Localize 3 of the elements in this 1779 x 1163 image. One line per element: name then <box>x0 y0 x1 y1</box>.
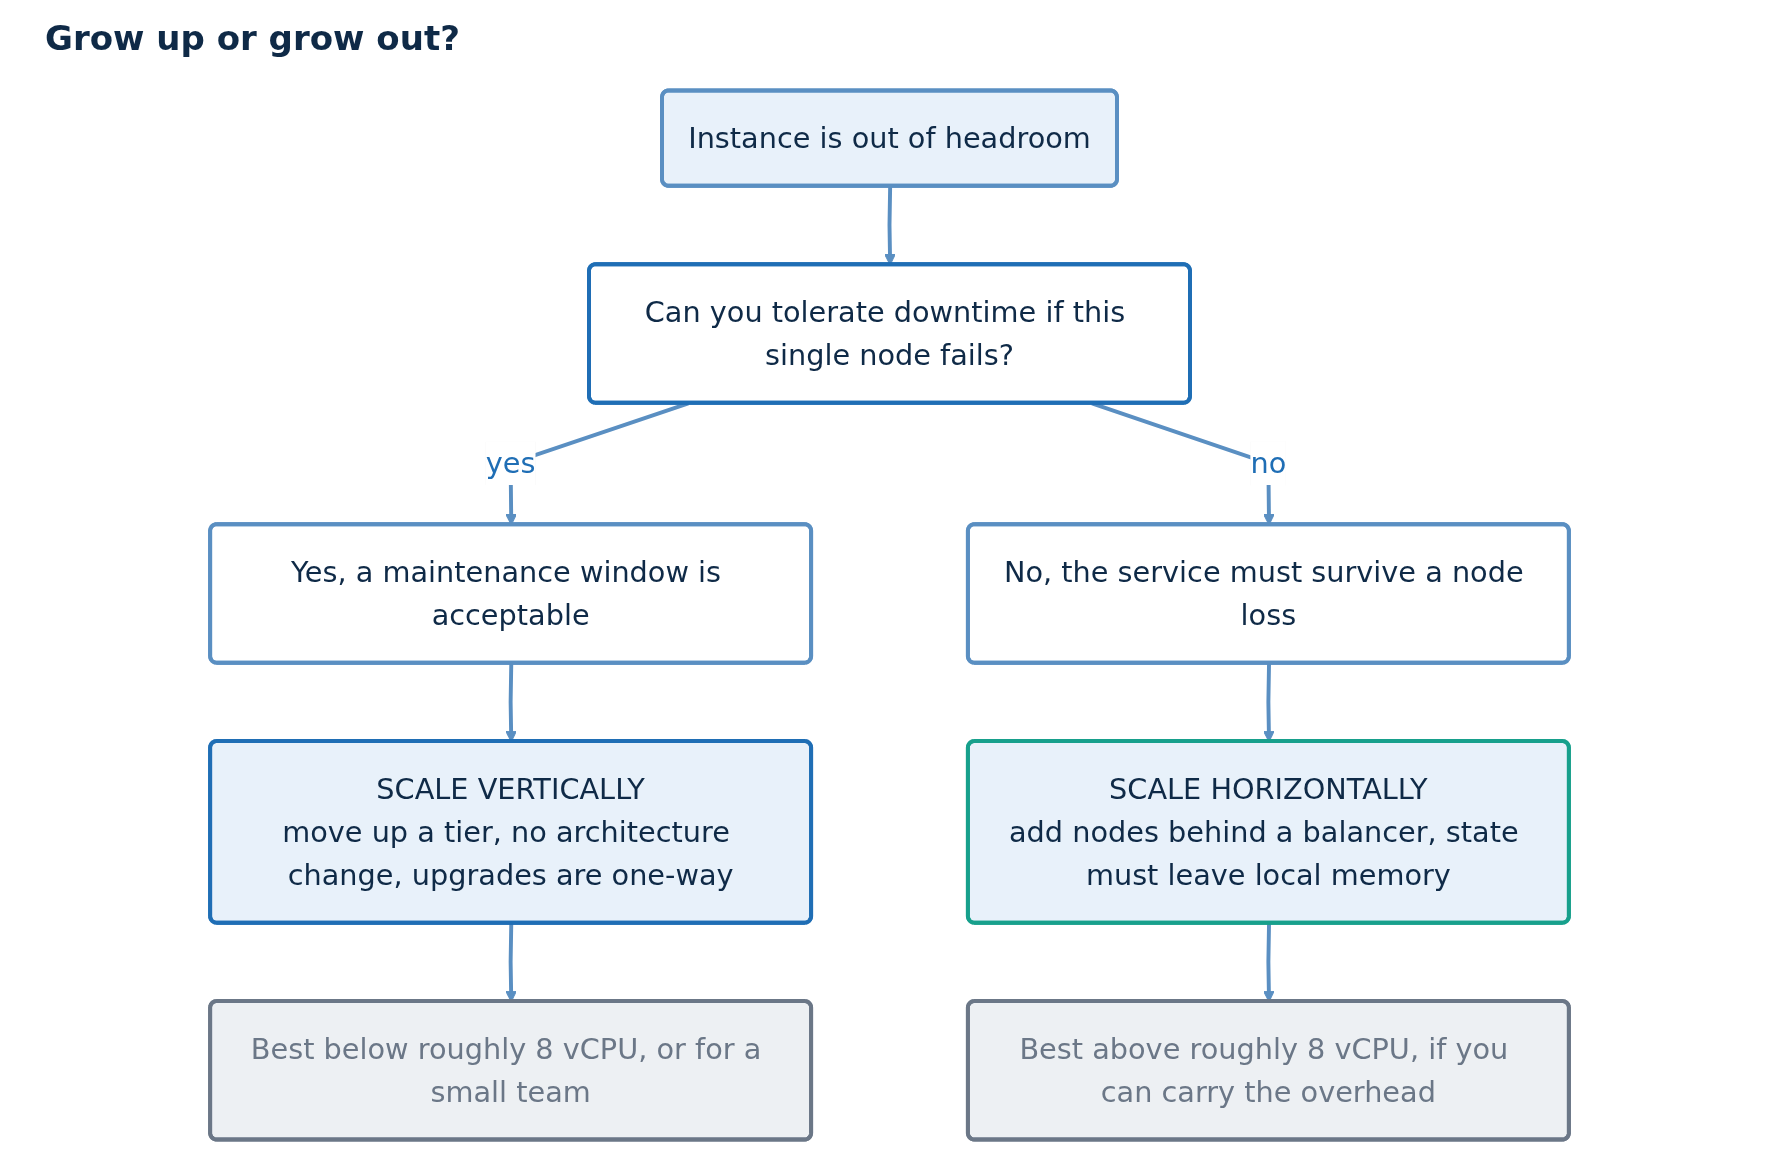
edge-label: no <box>1250 447 1287 480</box>
diagram-title: Grow up or grow out? <box>45 18 460 58</box>
edge-label: yes <box>485 447 536 480</box>
